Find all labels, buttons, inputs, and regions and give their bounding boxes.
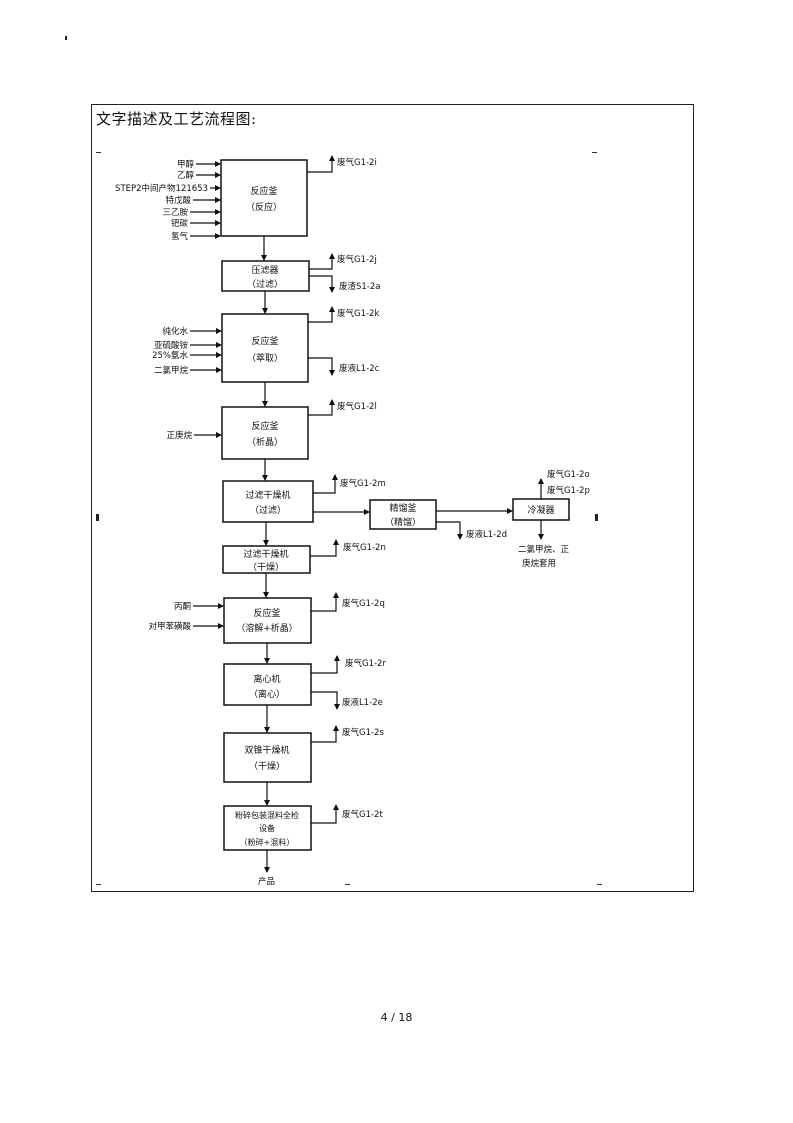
emission-label: 废液L1-2c <box>339 363 380 374</box>
node-subtitle: （粉碎+混料） <box>240 837 295 847</box>
input-material-label: 纯化水 <box>162 326 188 337</box>
emission-label: 废气G1-2p <box>547 485 590 496</box>
input-material-label: 亚硫酸铵 <box>154 340 189 351</box>
input-material-label: 甲醇 <box>177 159 195 170</box>
node-subtitle: 设备 <box>259 823 275 833</box>
emission-label: 废液L1-2e <box>342 697 383 708</box>
emission-label: 废渣S1-2a <box>339 281 381 292</box>
input-material-label: 乙醇 <box>177 170 195 181</box>
node-subtitle: （过滤） <box>247 278 283 290</box>
input-material-label: 对甲苯磺酸 <box>148 621 191 632</box>
node-title: 冷凝器 <box>527 504 554 516</box>
node-press-filter: 压滤器 （过滤） <box>221 260 310 292</box>
recycle-label: 二氯甲烷、正 <box>518 544 570 555</box>
emission-arrow-up <box>311 592 339 612</box>
node-reactor-crystallization: 反应釜 （析晶） <box>221 406 309 460</box>
emission-arrow-up <box>310 539 339 557</box>
emission-arrow-up <box>311 804 339 824</box>
node-title: 反应釜 <box>250 185 277 197</box>
node-filter-dryer-drying: 过滤干燥机 （干燥） <box>222 545 311 574</box>
node-subtitle: （精馏） <box>385 516 421 528</box>
node-distillation-still: 精馏釜 （精馏） <box>369 499 437 530</box>
emission-label: 废气G1-2l <box>337 401 377 412</box>
scan-mark <box>595 514 598 521</box>
emission-arrow-up <box>313 474 338 494</box>
emission-label: 废气G1-2q <box>342 598 385 609</box>
scan-mark <box>96 514 99 521</box>
node-condenser: 冷凝器 <box>512 498 570 521</box>
node-reactor-dissolve-crystallize: 反应釜 （溶解+析晶） <box>223 597 312 644</box>
node-title: 反应釜 <box>253 607 280 619</box>
emission-label: 废气G1-2r <box>345 658 386 669</box>
node-title: 过滤干燥机 <box>243 548 288 560</box>
node-subtitle: （萃取） <box>247 353 283 364</box>
node-reactor-extraction: 反应釜 （萃取） <box>221 313 309 383</box>
node-title: 压滤器 <box>251 264 278 276</box>
emission-label: 废液L1-2d <box>466 529 507 540</box>
node-subtitle: （过滤） <box>250 504 286 516</box>
node-subtitle: （干燥） <box>248 562 284 573</box>
emission-arrow-up <box>307 155 335 173</box>
node-double-cone-dryer: 双锥干燥机 （干燥） <box>223 732 312 783</box>
input-material-label: 丙酮 <box>174 602 191 612</box>
node-subtitle: （析晶） <box>247 436 283 448</box>
emission-lines: 废气G1-2i 废气G1-2j 废渣S1-2a 废气G1-2k 废液L1-2c … <box>307 155 590 824</box>
diagram-frame <box>91 104 694 892</box>
page-heading: 文字描述及工艺流程图: <box>96 110 257 128</box>
emission-label: 废气G1-2j <box>337 254 377 265</box>
emission-arrow-up <box>309 253 335 270</box>
emission-arrow-up <box>308 399 335 416</box>
corner-tick <box>597 884 602 885</box>
scan-mark <box>65 36 67 40</box>
node-subtitle: （离心） <box>249 688 285 700</box>
node-title: 双锥干燥机 <box>244 744 289 756</box>
node-centrifuge: 离心机 （离心） <box>223 663 312 706</box>
node-title: 过滤干燥机 <box>245 489 290 501</box>
node-filter-dryer-filtration: 过滤干燥机 （过滤） <box>222 480 314 523</box>
corner-tick <box>96 152 101 153</box>
emission-label: 废气G1-2m <box>340 478 386 489</box>
emission-label: 废气G1-2o <box>547 469 590 480</box>
input-material-label: 氢气 <box>171 231 189 242</box>
emission-arrow-down <box>311 691 340 710</box>
emission-label: 废气G1-2t <box>342 809 383 820</box>
emission-arrow-up <box>311 655 340 674</box>
node-title: 离心机 <box>253 673 280 685</box>
emission-label: 废气G1-2k <box>337 308 379 319</box>
emission-arrow-down <box>308 357 335 376</box>
emission-arrow-down <box>309 275 335 293</box>
node-subtitle: （干燥） <box>249 761 285 772</box>
input-material-label: 25%氨水 <box>152 350 188 361</box>
main-flow-arrows <box>261 236 513 873</box>
input-material-label: 特戊酸 <box>165 195 191 206</box>
input-material-label: 正庚烷 <box>166 430 192 441</box>
input-material-label: STEP2中间产物121653 <box>115 183 208 194</box>
emission-label: 废气G1-2s <box>342 727 384 738</box>
node-title: 反应釜 <box>251 335 278 347</box>
input-material-label: 二氯甲烷 <box>154 365 189 376</box>
product-label: 产品 <box>258 876 275 887</box>
corner-tick <box>96 884 101 885</box>
node-subtitle: （溶解+析晶） <box>236 622 298 634</box>
node-subtitle: （反应） <box>246 201 282 213</box>
emission-arrow-up <box>311 725 339 743</box>
page-number: 4 / 18 <box>380 1011 413 1024</box>
emission-label: 废气G1-2i <box>337 157 377 168</box>
input-material-label: 三乙胺 <box>162 207 188 218</box>
node-crush-pack-mix: 粉碎包装混料全检 设备 （粉碎+混料） <box>223 805 312 851</box>
node-reactor-reaction: 反应釜 （反应） <box>220 159 308 237</box>
emission-label: 废气G1-2n <box>343 542 386 553</box>
corner-tick <box>592 152 597 153</box>
node-title: 反应釜 <box>251 420 278 432</box>
emission-arrow-down <box>436 521 463 540</box>
corner-tick <box>345 884 350 885</box>
input-material-label: 钯碳 <box>171 218 189 229</box>
recycle-label: 庚烷套用 <box>522 558 556 569</box>
emission-arrow-up <box>308 306 335 323</box>
node-title: 精馏釜 <box>389 502 416 514</box>
node-title: 粉碎包装混料全检 <box>235 810 299 820</box>
